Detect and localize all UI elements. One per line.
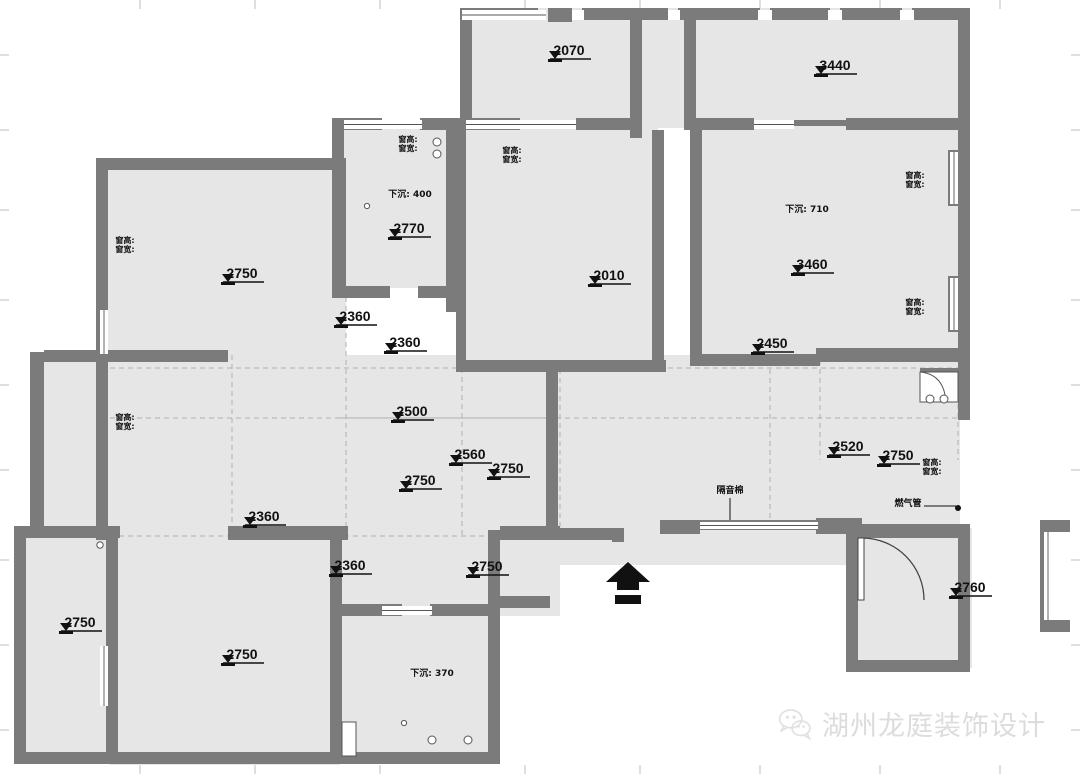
opening-label: 窗高:窗宽:: [115, 412, 134, 431]
elevation-marker: 2750: [877, 447, 920, 467]
svg-text:2360: 2360: [248, 508, 279, 524]
svg-text:2750: 2750: [226, 646, 257, 662]
opening-label: 窗高:窗宽:: [922, 457, 941, 476]
svg-text:2520: 2520: [832, 438, 863, 454]
elevation-marker: 2360: [334, 308, 377, 328]
window-glazing: [100, 10, 1052, 706]
elevation-marker: 2450: [751, 335, 794, 355]
annotation-drop-note: 下沉: 710: [785, 203, 829, 215]
svg-text:窗宽:: 窗宽:: [502, 154, 521, 164]
elevation-marker: 2360: [329, 557, 372, 577]
annotation-leader-note: 隔音棉: [716, 484, 743, 496]
svg-text:窗高:: 窗高:: [115, 235, 134, 245]
elevation-marker: 2560: [449, 446, 492, 466]
elevation-marker: 3440: [814, 57, 857, 77]
svg-text:窗宽:: 窗宽:: [905, 306, 924, 316]
svg-text:2070: 2070: [553, 42, 584, 58]
elevation-marker: 2750: [399, 472, 442, 492]
elevation-marker: 2360: [384, 334, 427, 354]
elevation-marker: 2750: [221, 646, 264, 666]
opening-label: 窗高:窗宽:: [905, 297, 924, 316]
svg-text:窗高:: 窗高:: [905, 297, 924, 307]
elevation-marker: 3460: [791, 256, 834, 276]
elevation-marker: 2520: [827, 438, 870, 458]
svg-text:2500: 2500: [396, 403, 427, 419]
svg-text:窗高:: 窗高:: [115, 412, 134, 422]
svg-text:2750: 2750: [404, 472, 435, 488]
svg-text:窗宽:: 窗宽:: [115, 421, 134, 431]
elevation-markers-layer: 2070 3440 2770 2750 2010 3460 2360 2360 2450 2500…: [59, 42, 992, 666]
annotation-drop-note: 下沉: 400: [388, 188, 432, 200]
elevation-marker: 2070: [548, 42, 591, 62]
entrance-arrow: [606, 562, 650, 604]
svg-text:窗高:: 窗高:: [905, 170, 924, 180]
opening-label: 窗高:窗宽:: [905, 170, 924, 189]
opening-label: 窗高:窗宽:: [502, 145, 521, 164]
svg-text:3460: 3460: [796, 256, 827, 272]
svg-text:2750: 2750: [471, 558, 502, 574]
svg-text:2760: 2760: [954, 579, 985, 595]
svg-text:2010: 2010: [593, 267, 624, 283]
elevation-marker: 2760: [949, 579, 992, 599]
opening-label: 窗高:窗宽:: [398, 134, 417, 153]
elevation-marker: 2500: [391, 403, 434, 423]
elevation-marker: 2750: [59, 614, 102, 634]
svg-text:2750: 2750: [882, 447, 913, 463]
elevation-marker: 2360: [243, 508, 286, 528]
annotation-leaders: [729, 498, 956, 520]
svg-text:2750: 2750: [64, 614, 95, 630]
svg-text:2750: 2750: [492, 460, 523, 476]
svg-text:3440: 3440: [819, 57, 850, 73]
svg-text:2770: 2770: [393, 220, 424, 236]
svg-text:2360: 2360: [334, 557, 365, 573]
elevation-marker: 2750: [487, 460, 530, 480]
svg-text:窗高:: 窗高:: [398, 134, 417, 144]
walls: [14, 8, 1070, 764]
fixtures: [96, 137, 961, 757]
door-swing-arc: [857, 537, 925, 601]
svg-text:2360: 2360: [339, 308, 370, 324]
svg-text:2560: 2560: [454, 446, 485, 462]
annotation-drop-note: 下沉: 370: [410, 667, 454, 679]
svg-text:窗宽:: 窗宽:: [115, 244, 134, 254]
svg-text:窗高:: 窗高:: [502, 145, 521, 155]
elevation-marker: 2010: [588, 267, 631, 287]
opening-label: 窗高:窗宽:: [115, 235, 134, 254]
svg-text:2750: 2750: [226, 265, 257, 281]
svg-text:2360: 2360: [389, 334, 420, 350]
opening-labels-layer: 窗高:窗宽:窗高:窗宽:窗高:窗宽:窗高:窗宽:窗高:窗宽:窗高:窗宽:窗高:窗…: [115, 134, 941, 476]
elevation-marker: 2770: [388, 220, 431, 240]
svg-text:窗高:: 窗高:: [922, 457, 941, 467]
svg-text:窗宽:: 窗宽:: [922, 466, 941, 476]
svg-text:2450: 2450: [756, 335, 787, 351]
svg-text:窗宽:: 窗宽:: [398, 143, 417, 153]
annotation-leader-note: 燃气管: [894, 497, 921, 509]
elevation-marker: 2750: [221, 265, 264, 285]
elevation-marker: 2750: [466, 558, 509, 578]
svg-text:窗宽:: 窗宽:: [905, 179, 924, 189]
